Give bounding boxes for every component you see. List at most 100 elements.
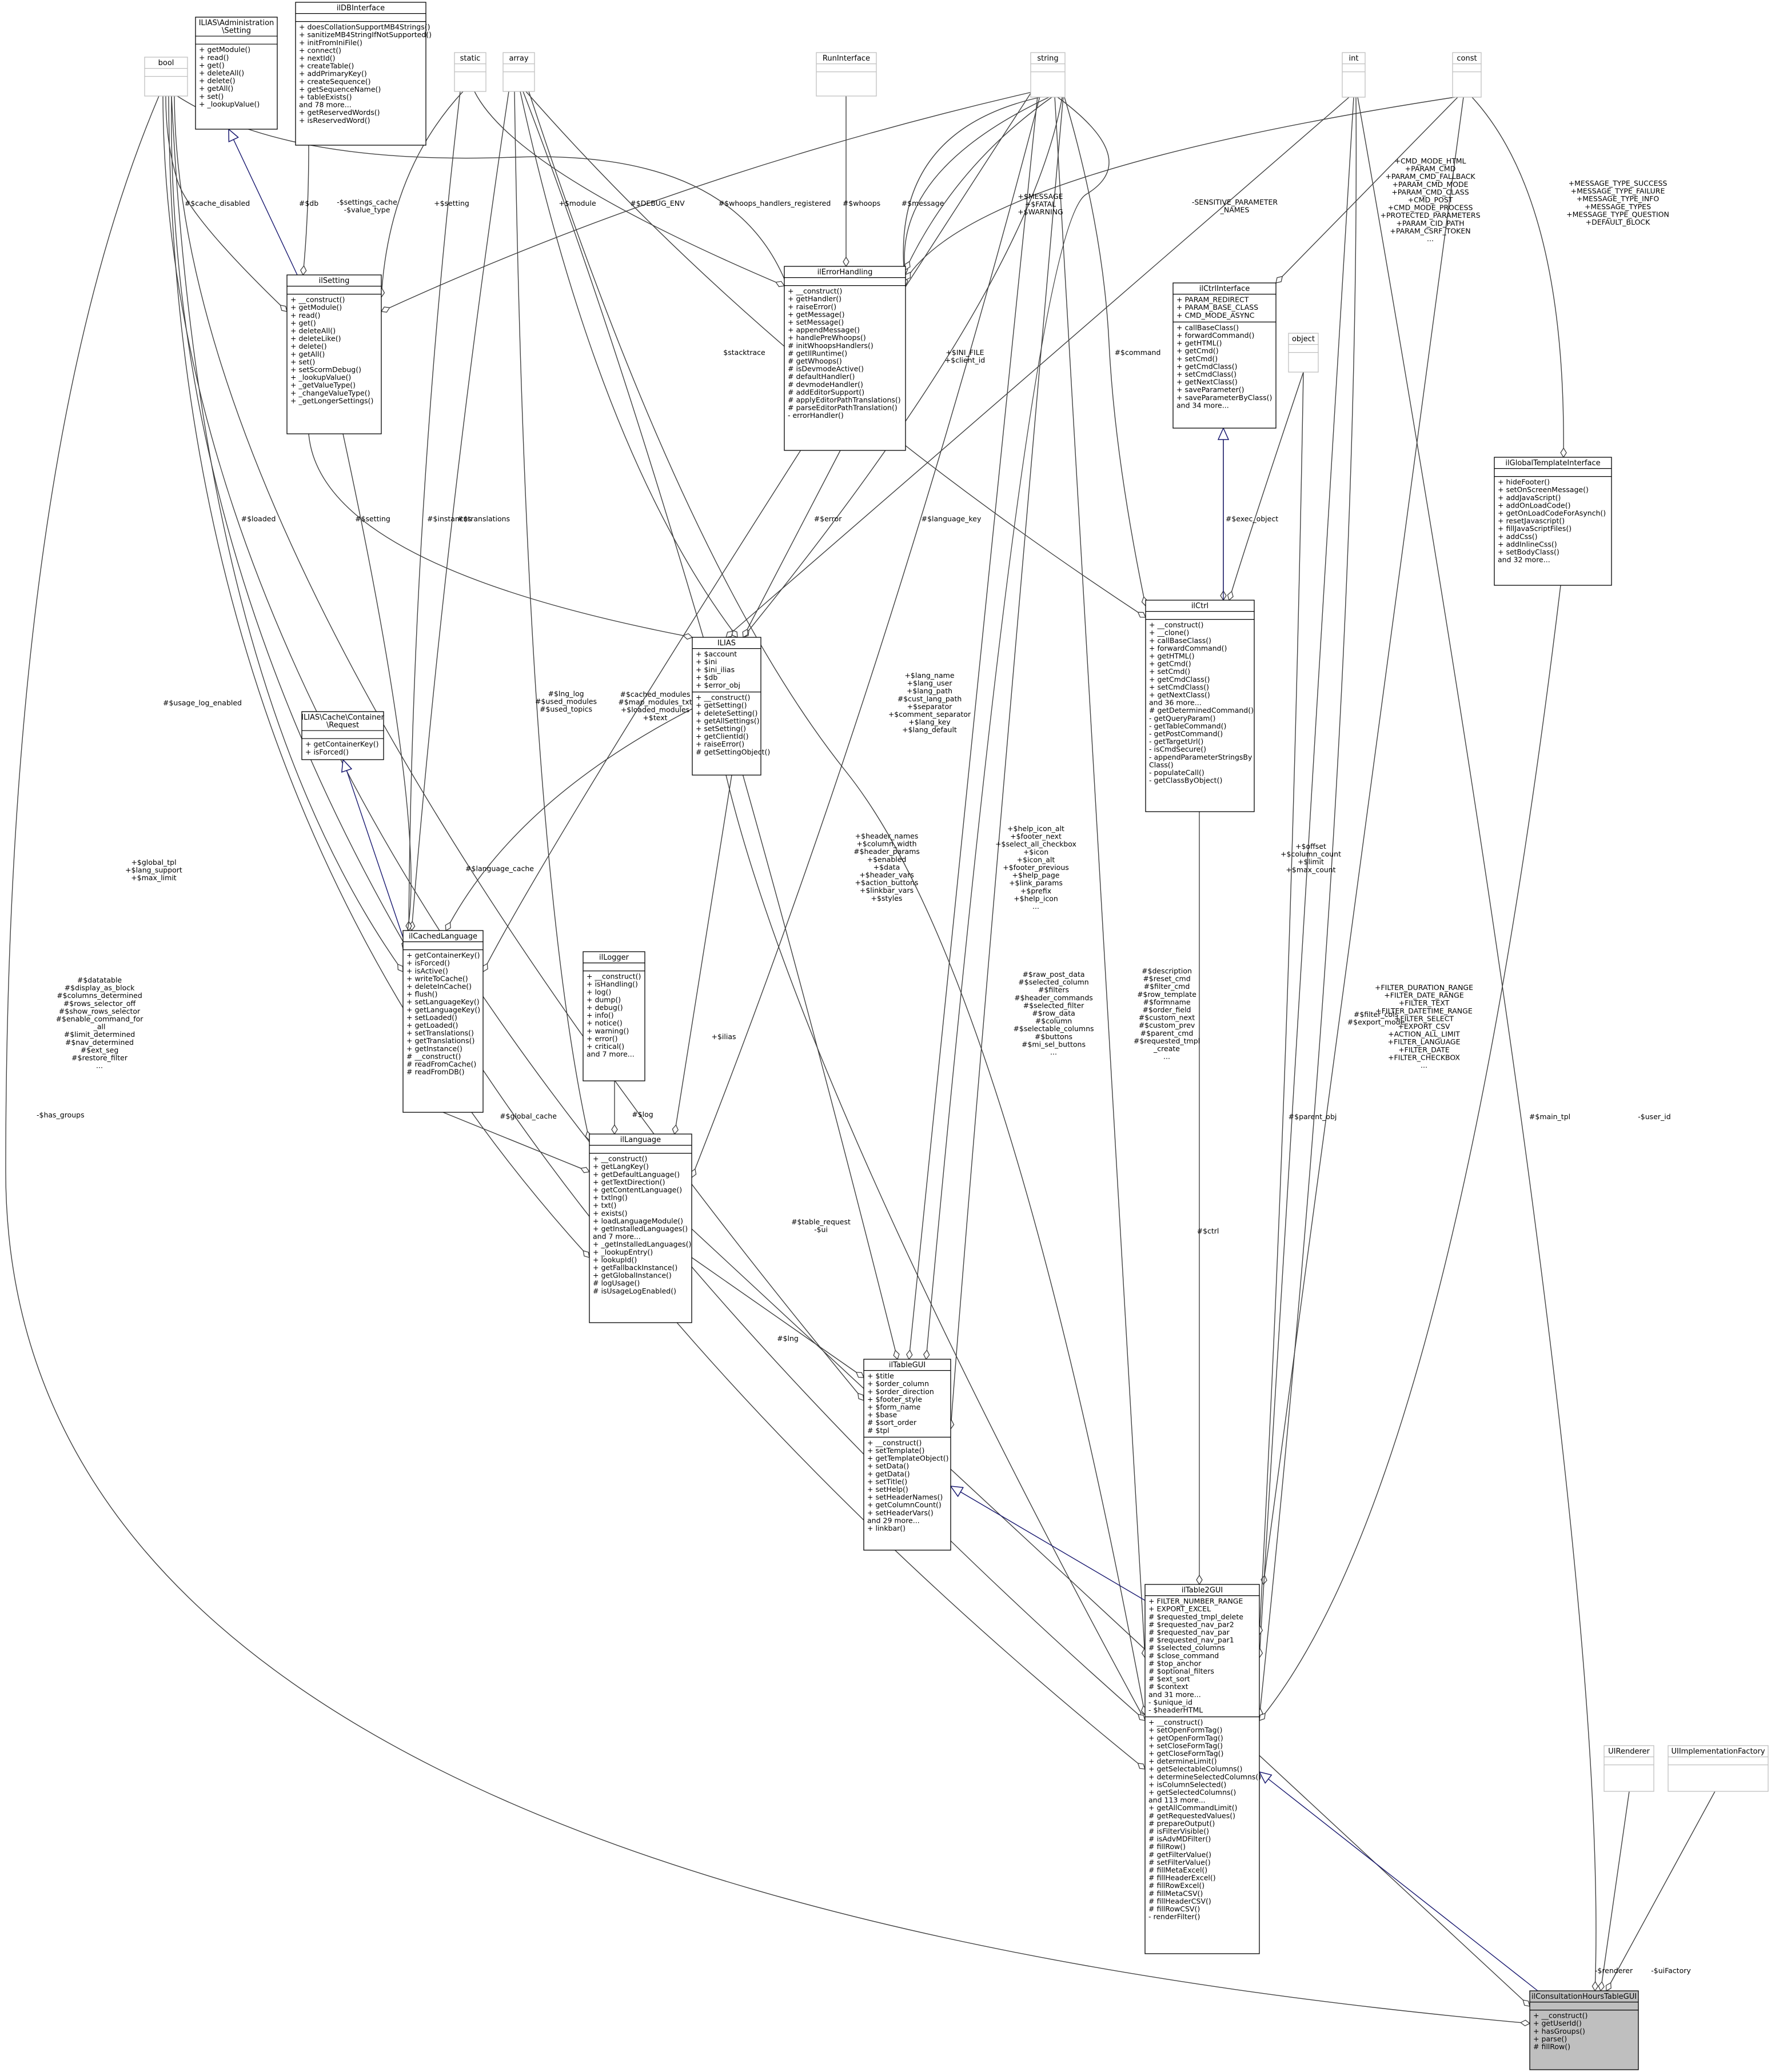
operation: + __construct(): [1149, 621, 1203, 629]
operation: + getLoaded(): [406, 1021, 458, 1029]
operation: and 7 more...: [587, 1050, 635, 1059]
edge-label-line: #$filter_cmd: [1144, 982, 1190, 991]
operation: + getCmdClass(): [1149, 675, 1210, 684]
association-const-to-ilctrlif: [1276, 97, 1458, 283]
operation: + getHTML(): [1149, 652, 1195, 660]
class-admin[interactable]: ILIAS\Administration\Setting+ getModule(…: [195, 17, 278, 130]
class-string[interactable]: string: [1030, 52, 1066, 98]
edge-label-line: ...: [1032, 902, 1039, 911]
class-cachereq[interactable]: ILIAS\Cache\Container\Request+ getContai…: [301, 711, 385, 760]
edge-label-line: +$column_count: [1281, 850, 1341, 859]
class-name: const: [1457, 54, 1477, 63]
class-array[interactable]: array: [502, 52, 535, 92]
operation: + setSetting(): [696, 724, 746, 733]
class-name: ilGlobalTemplateInterface: [1505, 459, 1600, 468]
association-object-to-iltable2: [1259, 372, 1304, 1635]
operation: + getCmd(): [1149, 660, 1191, 668]
operation: + createSequence(): [299, 77, 371, 86]
association-bool-to-consult: [5, 95, 1530, 2023]
class-ilias[interactable]: ILIAS+ $account+ $ini+ $ini_ilias+ $db+ …: [692, 637, 770, 776]
attribute: # $top_anchor: [1148, 1659, 1202, 1667]
operation: + getAll(): [199, 84, 233, 93]
edge-label-line: +$comment_separator: [888, 710, 971, 718]
class-const[interactable]: const: [1452, 52, 1482, 98]
operation: + addCss(): [1498, 532, 1537, 541]
class-bool[interactable]: bool: [144, 57, 188, 97]
operation: # initWhoopsHandlers(): [788, 341, 873, 350]
class-cachedlang[interactable]: ilCachedLanguage+ getContainerKey()+ isF…: [402, 930, 484, 1113]
operation: # getRequestedValues(): [1148, 1811, 1235, 1820]
class-box: [863, 1359, 951, 1551]
operation: # prepareOutput(): [1148, 1819, 1215, 1827]
edge-label-usage-log-enabled: #$usage_log_enabled: [163, 698, 242, 707]
edge-label-setting: #$setting: [355, 514, 390, 523]
edge-label-line: -$uiFactory: [1651, 1966, 1691, 1975]
edge-label-line: +$module: [559, 199, 596, 207]
edge-label-line: #$log: [632, 1110, 653, 1119]
edge-label-description: #$description#$reset_cmd#$filter_cmd#$ro…: [1134, 967, 1200, 1061]
attribute: # $tpl: [867, 1426, 890, 1435]
class-int[interactable]: int: [1342, 52, 1366, 98]
class-uifactory[interactable]: UIImplementationFactory: [1668, 1745, 1769, 1792]
edge-label-raw-post-data: #$raw_post_data#$selected_column#$filter…: [1013, 970, 1094, 1056]
operation: + lookupId(): [593, 1255, 637, 1264]
association-ilsetting-to-cachedlang: [342, 433, 412, 949]
class-consult[interactable]: ilConsultationHoursTableGUI+ __construct…: [1529, 1990, 1639, 2070]
edge-label-line: #$row_template: [1137, 990, 1196, 999]
operation: + getAllCommandLimit(): [1148, 1803, 1237, 1812]
class-iltable2[interactable]: ilTable2GUI+ FILTER_NUMBER_RANGE+ EXPORT…: [1144, 1584, 1261, 1954]
edge-label-header-names: +$header_names+$column_width#$header_par…: [853, 832, 920, 903]
operation: + read(): [290, 311, 320, 320]
class-illogger[interactable]: ilLogger+ __construct()+ isHandling()+ l…: [583, 951, 645, 1081]
operation: + callBaseClass(): [1176, 323, 1239, 332]
operation: + getTextDirection(): [593, 1177, 665, 1186]
operation: # getDeterminedCommand(): [1149, 706, 1254, 714]
operation: + setCmd(): [1149, 667, 1190, 676]
operation: and 36 more...: [1149, 698, 1202, 707]
edge-label-line: +$limit: [1298, 857, 1324, 866]
edge-label-line: +FILTER_LANGUAGE: [1388, 1037, 1461, 1046]
operation: + getCmdClass(): [1176, 362, 1237, 370]
class-object[interactable]: object: [1288, 333, 1319, 373]
operation: - isCmdSecure(): [1149, 745, 1206, 753]
operation: # getFilterValue(): [1148, 1850, 1211, 1859]
edge-label-has-groups: -$has_groups: [37, 1111, 85, 1119]
operation: + nextId(): [299, 54, 336, 62]
operation: # isFilterVisible(): [1148, 1827, 1209, 1835]
class-ilerror[interactable]: ilErrorHandling+ __construct()+ getHandl…: [784, 266, 906, 451]
class-ilsetting[interactable]: ilSetting+ __construct()+ getModule()+ r…: [286, 274, 382, 434]
operation: # applyEditorPathTranslations(): [788, 396, 901, 404]
operation: + appendMessage(): [788, 326, 860, 334]
class-static[interactable]: static: [454, 52, 486, 92]
association-uifactory-to-consult: [1606, 1791, 1716, 1991]
edge-label-line: #$export_mode: [1347, 1018, 1405, 1027]
class-runi[interactable]: RunInterface: [816, 52, 877, 97]
class-box: [1604, 1745, 1654, 1792]
operation: # __construct(): [406, 1052, 461, 1060]
association-ilerror-to-ilias: [743, 450, 841, 637]
class-ilctrlif[interactable]: ilCtrlInterface+ PARAM_REDIRECT+ PARAM_B…: [1172, 282, 1277, 429]
class-dbi[interactable]: ilDBInterface+ doesCollationSupportMB4St…: [295, 2, 432, 146]
operation: # fillMetaExcel(): [1148, 1866, 1207, 1874]
class-iltpl[interactable]: ilGlobalTemplateInterface+ hideFooter()+…: [1494, 457, 1612, 586]
association-const-to-ilerror: [906, 97, 1455, 280]
edge-label-cached-modules: #$cached_modules#$map_modules_txt+$loade…: [618, 690, 692, 722]
class-iltable[interactable]: ilTableGUI+ $title+ $order_column+ $orde…: [863, 1359, 951, 1551]
attribute: + FILTER_NUMBER_RANGE: [1148, 1597, 1243, 1606]
operation: # fillRow(): [1148, 1842, 1186, 1851]
class-ilctrl[interactable]: ilCtrl+ __construct()+ __clone()+ callBa…: [1145, 600, 1255, 812]
class-illang[interactable]: ilLanguage+ __construct()+ getLangKey()+…: [589, 1133, 692, 1323]
operation: + getAll(): [290, 350, 325, 358]
class-uirenderer[interactable]: UIRenderer: [1604, 1745, 1654, 1792]
association-dbi-to-ilsetting: [303, 145, 309, 275]
edge-label-line: +$footer_next: [1010, 832, 1062, 841]
class-name: ilCtrlInterface: [1199, 285, 1250, 293]
operation: + getOnLoadCodeForAsynch(): [1498, 509, 1606, 517]
edge-label-line: +$setting: [434, 199, 469, 207]
edge-label-line: #$cache_disabled: [185, 199, 250, 207]
operation: + addJavaScript(): [1498, 493, 1561, 502]
edge-label-line: +$MESSAGE: [1018, 192, 1063, 201]
operation: + setData(): [867, 1462, 909, 1470]
edge-label-line: #$whoops: [843, 199, 880, 207]
attribute: - $unique_id: [1148, 1698, 1192, 1706]
